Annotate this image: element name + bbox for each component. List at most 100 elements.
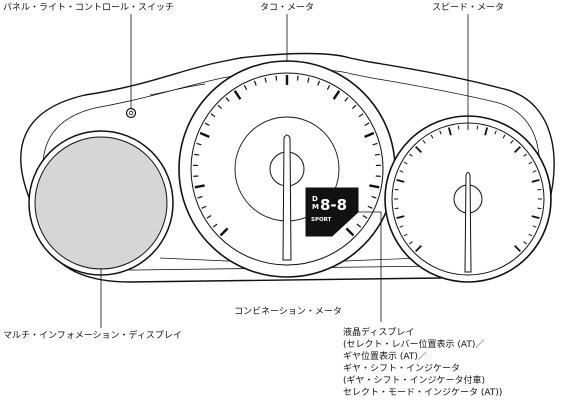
lcd-gear-digits: 8-8: [320, 196, 347, 214]
lcd-label-line: ギヤ・シフト・インジケータ: [343, 363, 460, 374]
tachometer: [178, 60, 396, 278]
speedometer-minor-tick: [476, 125, 479, 130]
speedometer-minor-tick: [502, 134, 506, 139]
speedometer-major-tick: [415, 245, 422, 252]
tachometer-minor-tick: [307, 77, 310, 83]
tachometer-dial: [190, 72, 384, 266]
tachometer-minor-tick: [243, 84, 248, 90]
tachometer-minor-tick: [351, 104, 357, 110]
label-lcd-display: 液晶ディスプレイ (セレクト・レバー位置表示 (AT)／ ギヤ位置表示 (AT)…: [343, 326, 502, 398]
lcd-label-line: 液晶ディスプレイ: [343, 326, 414, 338]
tachometer-major-tick: [194, 184, 205, 189]
tachometer-minor-tick: [356, 223, 362, 228]
speedometer-major-tick: [514, 146, 521, 153]
tachometer-minor-tick: [217, 104, 223, 110]
speedometer-minor-tick: [394, 207, 399, 210]
speedometer-major-tick: [396, 215, 405, 220]
speedometer-major-tick: [447, 127, 452, 136]
speedometer-minor-tick: [422, 139, 426, 144]
speedometer-minor-tick: [439, 130, 442, 135]
speedometer: [384, 115, 552, 283]
speedometer-minor-tick: [523, 241, 528, 245]
speedometer-minor-tick: [494, 130, 497, 135]
speedometer-minor-tick: [399, 170, 404, 173]
speedometer-minor-tick: [528, 233, 533, 237]
label-speedometer: スピード・メータ: [432, 2, 504, 13]
lcd-mode-bottom: M: [312, 203, 319, 211]
speedometer-minor-tick: [394, 188, 399, 191]
tachometer-needle: [282, 134, 292, 261]
tachometer-minor-tick: [367, 205, 373, 209]
tachometer-minor-tick: [374, 153, 380, 156]
tachometer-minor-tick: [358, 113, 364, 118]
tachometer-minor-tick: [264, 77, 267, 83]
tachometer-minor-tick: [206, 214, 212, 219]
lcd-display: D M 8-8 SPORT: [305, 187, 359, 237]
speedometer-minor-tick: [528, 161, 533, 165]
speedometer-minor-tick: [523, 153, 528, 157]
speedometer-minor-tick: [537, 188, 542, 191]
tachometer-minor-tick: [204, 122, 210, 127]
speedometer-minor-tick: [399, 225, 404, 228]
lcd-label-line: (ギヤ・シフト・インジケータ付車): [343, 374, 485, 386]
switch-knob-center: [128, 110, 134, 116]
tachometer-minor-tick: [326, 84, 331, 90]
speedometer-minor-tick: [537, 207, 542, 210]
speedometer-needle: [464, 172, 472, 273]
label-combination-meter: コンビネーション・メータ: [234, 306, 342, 317]
speedometer-major-tick: [531, 178, 540, 183]
tachometer-minor-tick: [225, 97, 230, 102]
lcd-label-line: (セレクト・レバー位置表示 (AT)／: [343, 338, 484, 350]
tachometer-minor-tick: [253, 80, 257, 86]
leader-lcd: [344, 211, 382, 322]
tachometer-minor-tick: [362, 214, 368, 219]
tachometer-minor-tick: [275, 75, 278, 81]
tachometer-minor-tick: [371, 195, 377, 199]
tachometer-minor-tick: [317, 80, 321, 86]
speedometer-minor-tick: [532, 170, 537, 173]
lcd-panel: [305, 187, 359, 237]
tachometer-minor-tick: [194, 153, 200, 156]
speedometer-minor-tick: [403, 161, 408, 165]
lcd-sport-label: SPORT: [311, 217, 332, 223]
speedometer-minor-tick: [457, 125, 460, 130]
speedometer-minor-tick: [510, 139, 514, 144]
speedometer-major-tick: [396, 178, 405, 183]
tachometer-major-tick: [233, 90, 242, 100]
speedometer-major-tick: [531, 215, 540, 220]
label-tachometer: タコ・メータ: [260, 2, 314, 13]
speedometer-minor-tick: [408, 153, 413, 157]
label-multi-information-display: マルチ・インフォメーション・ディスプレイ: [3, 329, 182, 341]
lcd-label-line: セレクト・モード・インジケータ (AT)): [343, 387, 502, 398]
tachometer-minor-tick: [210, 113, 216, 118]
speedometer-minor-tick: [430, 134, 434, 139]
tachometer-minor-tick: [196, 142, 202, 146]
tachometer-minor-tick: [212, 223, 218, 228]
multi-information-display: [34, 136, 168, 270]
tachometer-minor-tick: [344, 97, 349, 102]
tachometer-major-tick: [219, 227, 229, 237]
tachometer-minor-tick: [364, 122, 370, 127]
lcd-label-line: ギヤ位置表示 (AT)／: [343, 350, 427, 362]
speedometer-minor-tick: [532, 225, 537, 228]
tachometer-major-tick: [364, 131, 375, 138]
tachometer-major-tick: [199, 131, 210, 138]
housing-detail-left: [149, 83, 206, 96]
tachometer-minor-tick: [197, 195, 203, 199]
speedometer-major-tick: [514, 245, 521, 252]
lcd-mode-top: D: [312, 195, 318, 203]
panel-light-control-switch: [125, 107, 137, 119]
tachometer-major-tick: [369, 184, 380, 189]
tachometer-major-tick: [345, 227, 355, 237]
speedometer-major-tick: [415, 146, 422, 153]
leader-lines: [100, 14, 469, 328]
tachometer-minor-tick: [372, 142, 378, 146]
speedometer-major-tick: [484, 127, 489, 136]
tachometer-minor-tick: [201, 205, 207, 209]
speedometer-minor-tick: [408, 241, 413, 245]
tachometer-major-tick: [332, 90, 341, 100]
tachometer-minor-tick: [296, 75, 299, 81]
label-panel-light-control-switch: パネル・ライト・コントロール・スイッチ: [3, 2, 174, 13]
speedometer-minor-tick: [403, 233, 408, 237]
